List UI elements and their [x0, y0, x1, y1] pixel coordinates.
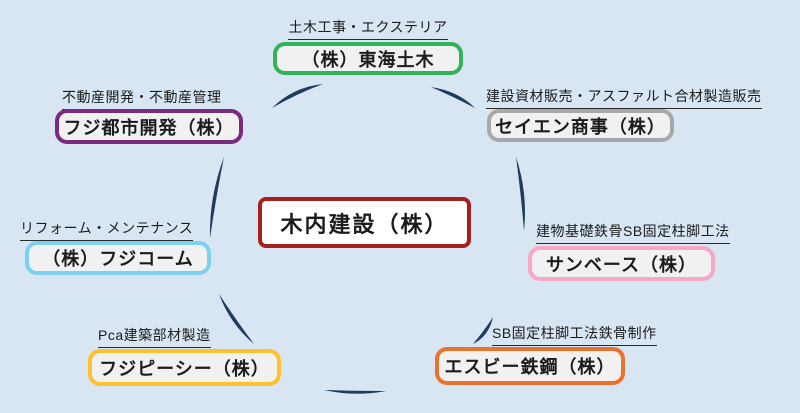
company-box-fuji-pc: フジピーシー（株） [88, 349, 281, 386]
arc-top-right [431, 87, 475, 108]
company-box-fujicom: （株）フジコーム [25, 241, 211, 275]
company-name-sb-tekko: エスビー鉄鋼（株） [444, 357, 616, 377]
category-label-fuji-pc: Pca建築部材製造 [98, 325, 211, 348]
arc-right [516, 157, 525, 231]
arc-bottom-right [473, 317, 493, 344]
company-name-sunbase: サンベース（株） [545, 254, 698, 275]
category-label-fujicom: リフォーム・メンテナンス [20, 218, 194, 241]
company-box-tokai-doboku: （株）東海土木 [273, 42, 463, 75]
company-name-fujicom: （株）フジコーム [42, 249, 194, 269]
company-box-sb-tekko: エスビー鉄鋼（株） [435, 347, 625, 385]
company-name-tokai-doboku: （株）東海土木 [301, 49, 435, 70]
company-name-kiuchi-kensetsu: 木内建設（株） [280, 211, 449, 237]
company-name-fuji-toshi-kaihatsu: フジ都市開発（株） [63, 117, 235, 138]
arc-bottom [324, 390, 386, 394]
company-box-fuji-toshi-kaihatsu: フジ都市開発（株） [55, 109, 243, 144]
company-name-fuji-pc: フジピーシー（株） [99, 358, 270, 379]
company-name-seien-shoji: セイエン商事（株） [495, 116, 666, 137]
category-label-tokai-doboku: 土木工事・エクステリア [273, 17, 463, 40]
category-label-fuji-toshi-kaihatsu: 不動産開発・不動産管理 [62, 87, 222, 110]
category-label-seien-shoji: 建設資材販売・アスファルト合材製造販売 [486, 86, 762, 109]
company-box-kiuchi-kensetsu-center: 木内建設（株） [258, 197, 471, 248]
arc-bottom-left [219, 294, 254, 344]
company-box-sunbase: サンベース（株） [528, 246, 715, 281]
category-label-sb-tekko: SB固定柱脚工法鉄骨制作 [492, 323, 657, 346]
arc-top-left [272, 84, 323, 108]
company-box-seien-shoji: セイエン商事（株） [487, 109, 674, 142]
arc-left [209, 157, 224, 238]
category-label-sunbase: 建物基礎鉄骨SB固定柱脚工法 [536, 221, 730, 244]
